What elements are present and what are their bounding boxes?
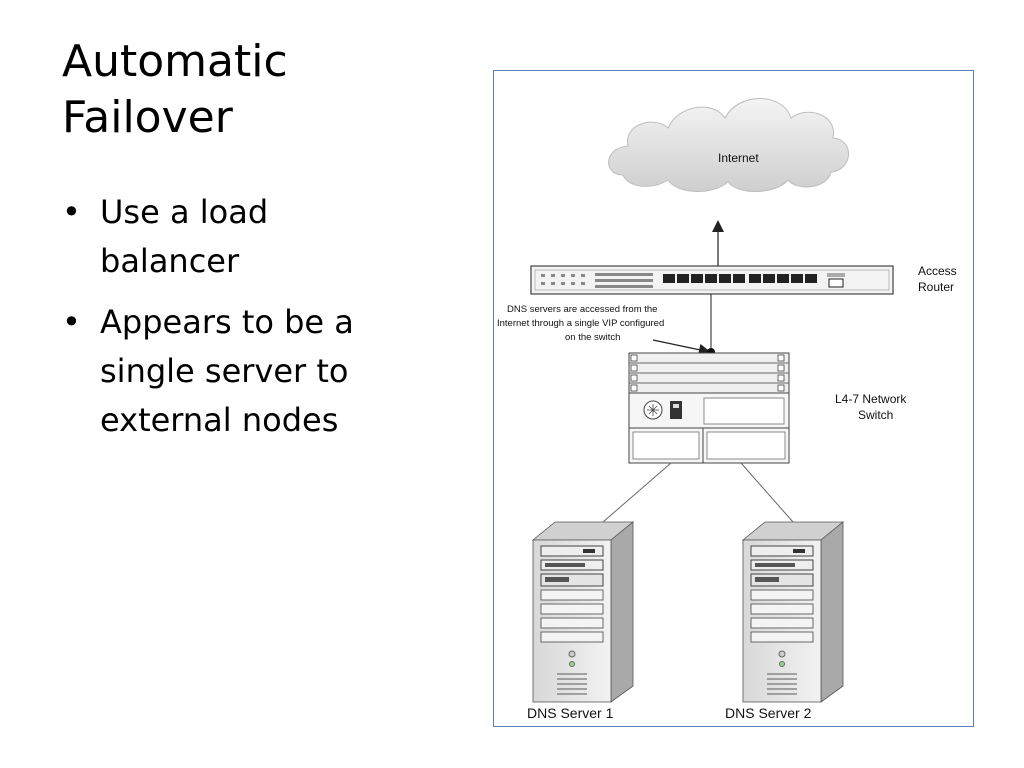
bullet-1-line-2: balancer — [100, 242, 240, 280]
bullet-2-line-1: Appears to be a — [100, 303, 354, 341]
switch-server1-link — [602, 462, 672, 523]
switch-server2-link — [740, 462, 794, 523]
bullet-2-line-3: external nodes — [100, 401, 339, 439]
network-switch-icon — [628, 352, 790, 464]
dns-server-2-icon — [741, 521, 845, 703]
access-router-icon — [530, 265, 894, 295]
bullet-2-line-2: single server to — [100, 352, 349, 390]
dns-server-2-label: DNS Server 2 — [725, 705, 812, 721]
access-router-label-line-1: Access — [918, 264, 957, 278]
slide-title-line-2: Failover — [62, 92, 233, 143]
slide-title: Automatic Failover — [62, 34, 462, 146]
vip-note-arrow — [652, 339, 711, 356]
access-router-label-line-2: Router — [918, 280, 954, 294]
bullet-item-single-server: • Appears to be a single server to exter… — [62, 298, 422, 445]
bullet-1-line-1: Use a load — [100, 193, 269, 231]
bullet-dot: • — [62, 193, 81, 231]
internet-label: Internet — [718, 151, 759, 165]
bullet-list: • Use a load balancer • Appears to be a … — [62, 188, 422, 457]
bullet-item-load-balancer: • Use a load balancer — [62, 188, 422, 286]
vip-note-line-3: on the switch — [565, 332, 620, 343]
vip-note-line-2: Internet through a single VIP configured — [497, 318, 664, 329]
switch-label-line-1: L4-7 Network — [835, 392, 907, 406]
network-diagram: Internet Access Router DNS servers — [493, 70, 974, 727]
dns-server-1-icon — [531, 521, 635, 703]
bullet-dot: • — [62, 303, 81, 341]
internet-cloud-icon — [608, 98, 849, 192]
vip-note-line-1: DNS servers are accessed from the — [507, 304, 657, 315]
dns-server-1-label: DNS Server 1 — [527, 705, 614, 721]
slide-title-line-1: Automatic — [62, 36, 288, 87]
switch-label-line-2: Switch — [858, 408, 893, 422]
